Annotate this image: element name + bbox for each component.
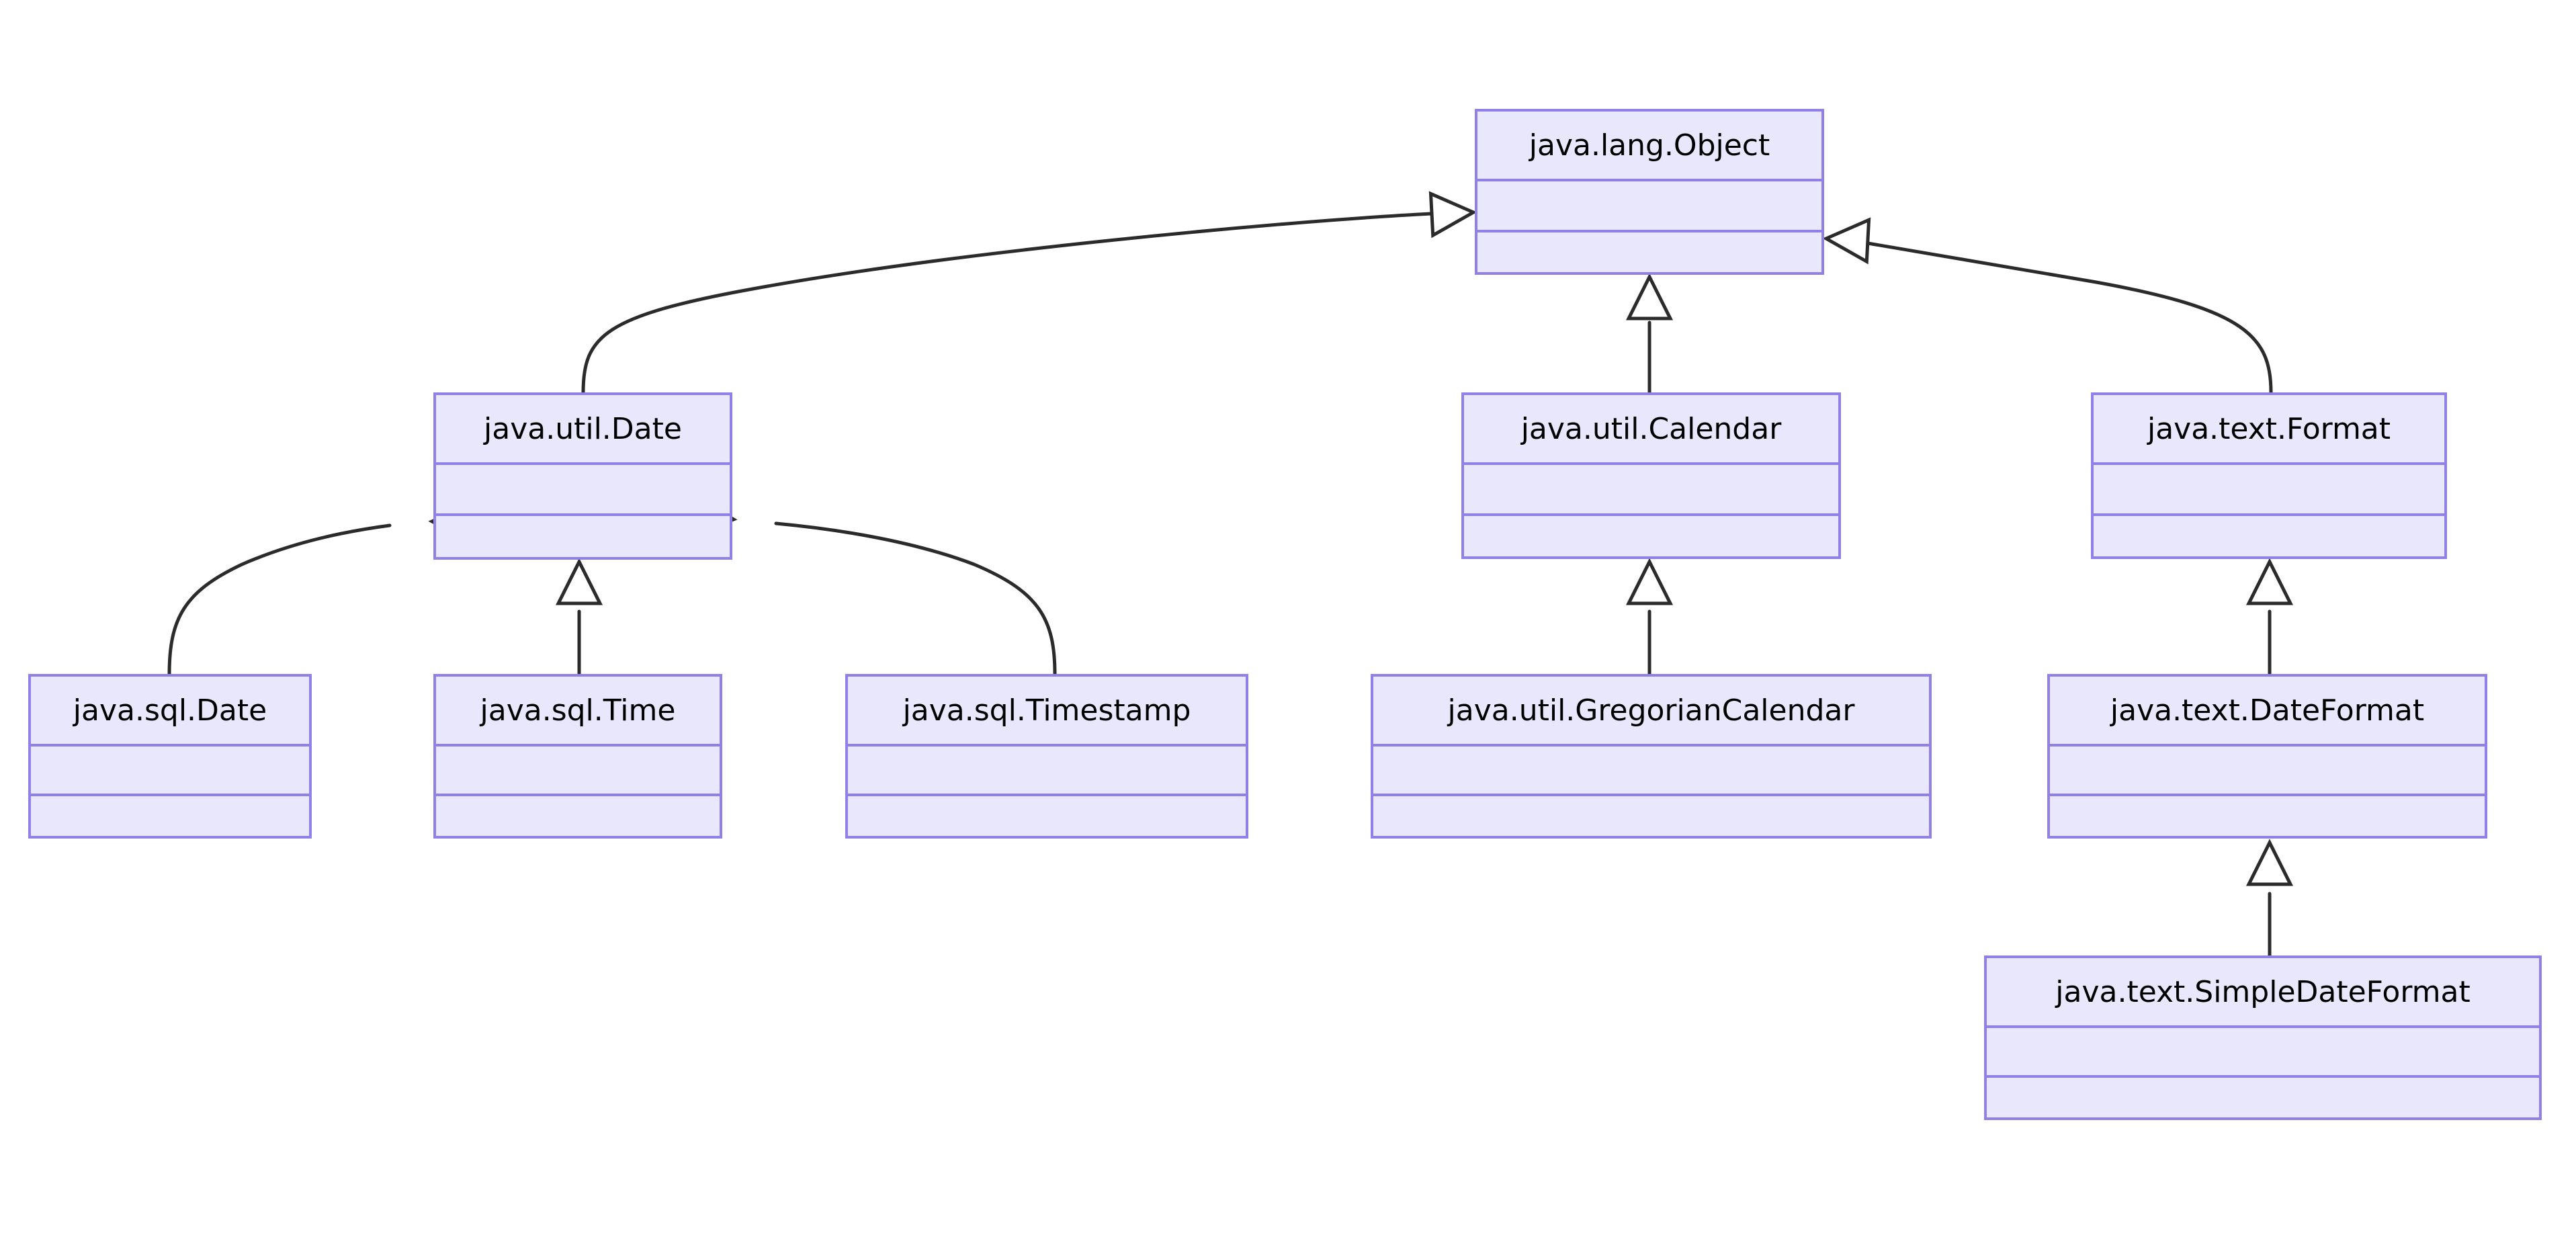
edge-line [774, 521, 1057, 676]
uml-class-sql-timestamp[interactable]: java.sql.Timestamp [845, 674, 1248, 839]
uml-class-name-sql-time: java.sql.Time [480, 693, 676, 728]
uml-operations-compartment-text-dateformat [2050, 794, 2485, 836]
uml-class-name-gregorian-calendar: java.util.GregorianCalendar [1447, 693, 1855, 728]
uml-attributes-compartment-gregorian-calendar [1373, 744, 1929, 794]
uml-class-util-date[interactable]: java.util.Date [433, 392, 732, 560]
uml-operations-compartment-text-format [2094, 513, 2444, 556]
uml-attributes-compartment-util-calendar [1464, 462, 1838, 513]
uml-class-name-util-calendar: java.util.Calendar [1520, 411, 1782, 446]
edge-line [581, 212, 1433, 394]
uml-operations-compartment-sql-time [436, 794, 720, 836]
uml-operations-compartment-sql-date [31, 794, 309, 836]
uml-attributes-compartment-sql-time [436, 744, 720, 794]
generalization-arrowhead-icon [2245, 558, 2294, 605]
uml-class-name-text-dateformat: java.text.DateFormat [2110, 693, 2425, 728]
uml-class-sql-time[interactable]: java.sql.Time [433, 674, 722, 839]
edge-sqldate-utildate[interactable] [167, 499, 476, 676]
uml-operations-compartment-util-calendar [1464, 513, 1838, 556]
uml-attributes-compartment-text-simpledateformat [1987, 1025, 2539, 1075]
uml-class-name-object: java.lang.Object [1529, 128, 1770, 163]
uml-attributes-compartment-text-dateformat [2050, 744, 2485, 794]
edge-simpledateformat-dateformat[interactable] [2245, 839, 2294, 957]
uml-operations-compartment-object [1477, 230, 1821, 272]
generalization-arrowhead-icon [555, 558, 603, 605]
uml-operations-compartment-sql-timestamp [848, 794, 1246, 836]
uml-attributes-compartment-text-format [2094, 462, 2444, 513]
uml-class-sql-date[interactable]: java.sql.Date [28, 674, 312, 839]
uml-operations-compartment-util-date [436, 513, 730, 557]
uml-class-gregorian-calendar[interactable]: java.util.GregorianCalendar [1371, 674, 1932, 839]
uml-attributes-compartment-object [1477, 179, 1821, 230]
uml-class-text-simpledateformat[interactable]: java.text.SimpleDateFormat [1984, 955, 2542, 1120]
edge-line [167, 523, 392, 676]
edge-sqltime-utildate[interactable] [555, 558, 603, 676]
uml-attributes-compartment-sql-date [31, 744, 309, 794]
uml-class-name-text-format: java.text.Format [2147, 411, 2391, 446]
edge-dateformat-format[interactable] [2245, 558, 2294, 676]
uml-attributes-compartment-sql-timestamp [848, 744, 1246, 794]
generalization-arrowhead-icon [2245, 839, 2294, 886]
uml-class-util-calendar[interactable]: java.util.Calendar [1461, 392, 1841, 559]
edge-format-object[interactable] [1822, 217, 2273, 394]
generalization-arrowhead-icon [1625, 273, 1674, 321]
generalization-arrowhead-icon [1822, 217, 1871, 265]
uml-class-object[interactable]: java.lang.Object [1475, 109, 1824, 275]
edge-calendar-object[interactable] [1625, 273, 1674, 394]
uml-operations-compartment-gregorian-calendar [1373, 794, 1929, 836]
uml-attributes-compartment-util-date [436, 462, 730, 513]
uml-class-name-util-date: java.util.Date [484, 411, 682, 446]
uml-class-name-sql-timestamp: java.sql.Timestamp [902, 693, 1191, 728]
uml-class-name-sql-date: java.sql.Date [73, 693, 267, 728]
uml-operations-compartment-text-simpledateformat [1987, 1075, 2539, 1117]
uml-class-text-format[interactable]: java.text.Format [2091, 392, 2447, 559]
generalization-arrowhead-icon [1625, 558, 1674, 605]
edge-utildate-object[interactable] [581, 191, 1477, 394]
uml-class-name-text-simpledateformat: java.text.SimpleDateFormat [2055, 974, 2471, 1009]
edge-sqltimestamp-utildate[interactable] [689, 493, 1057, 676]
uml-class-text-dateformat[interactable]: java.text.DateFormat [2047, 674, 2487, 839]
edge-gregorian-calendar[interactable] [1625, 558, 1674, 676]
generalization-arrowhead-icon [1428, 191, 1477, 239]
edge-line [1866, 241, 2273, 394]
